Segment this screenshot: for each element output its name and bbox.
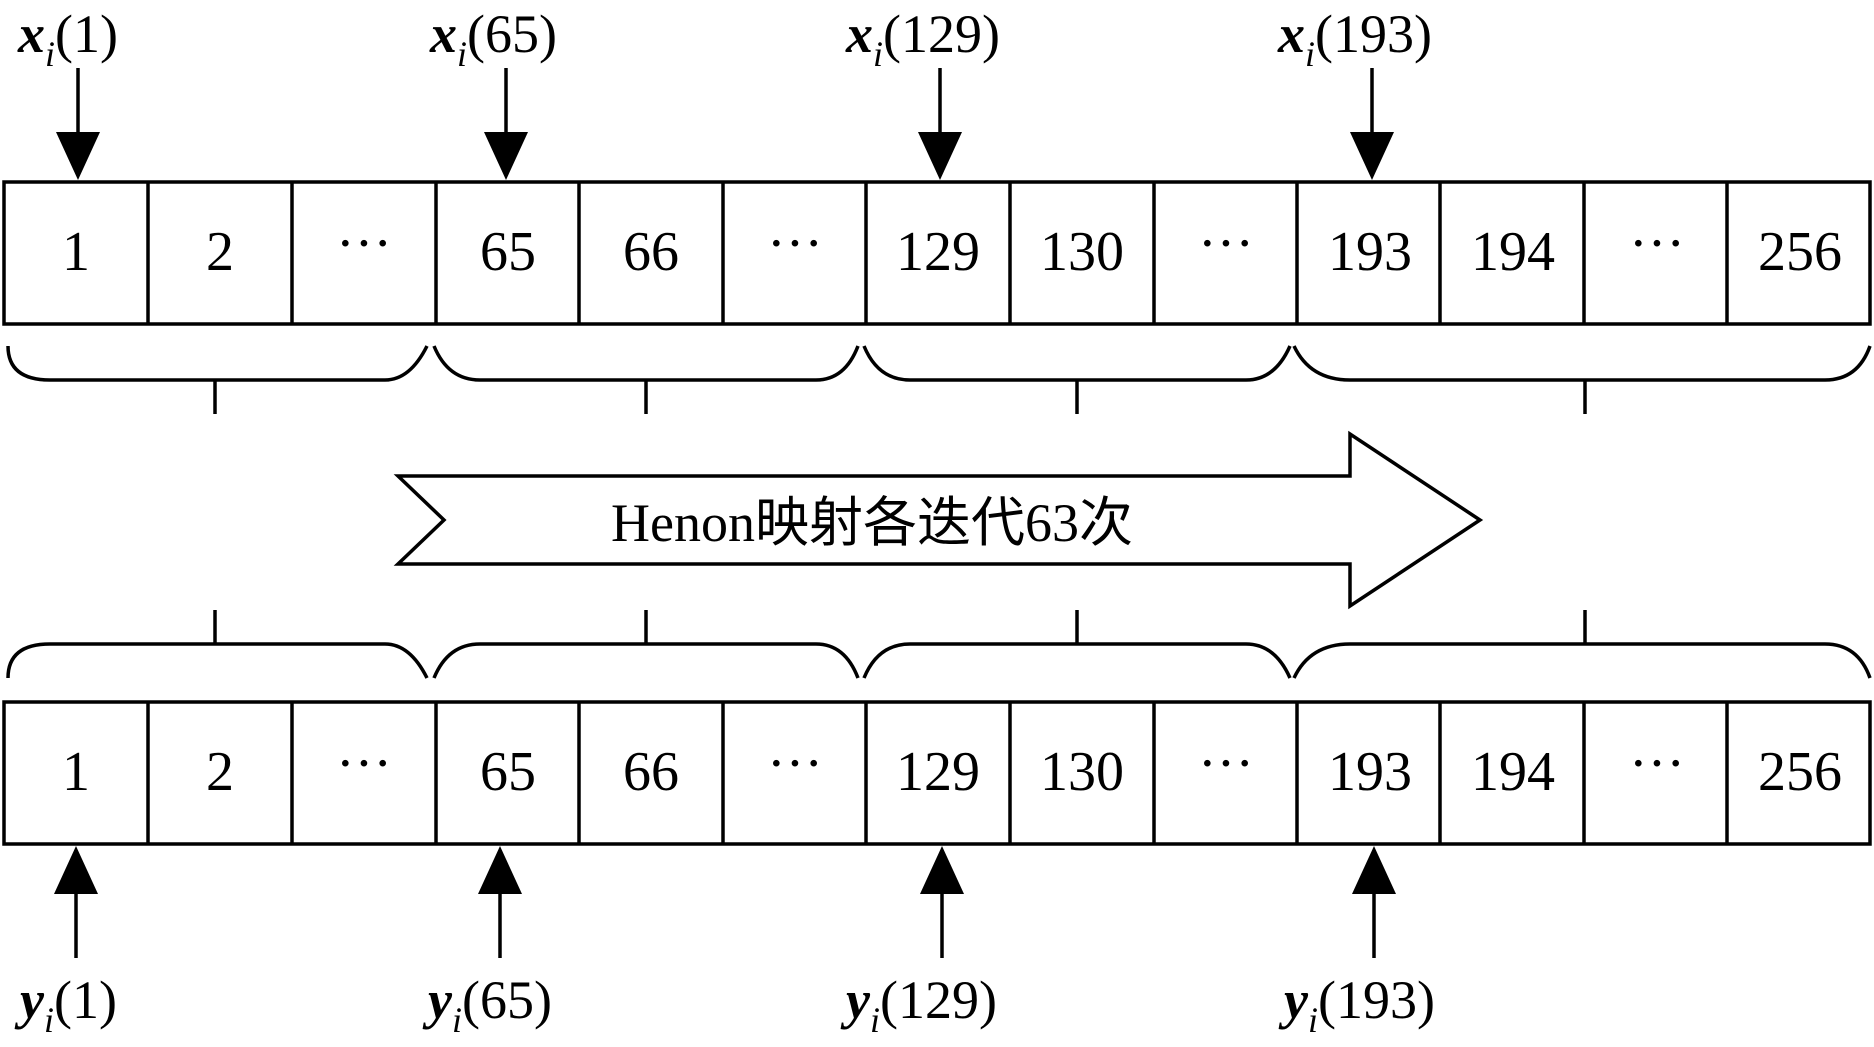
pointer-var: x xyxy=(17,4,45,64)
top-cell: 1 xyxy=(62,221,90,283)
pointer-arg: (193) xyxy=(1318,970,1435,1030)
bottom-cell: 1 xyxy=(62,741,90,803)
bottom-cell: ··· xyxy=(1629,733,1685,795)
bottom-pointer-1: yi(1) xyxy=(14,846,117,1040)
pointer-arg: (1) xyxy=(55,4,118,64)
top-pointers: xi(1) xi(65) xi(129) xi(193) xyxy=(17,4,1432,180)
bottom-row-dividers xyxy=(146,702,1729,844)
top-cell: 193 xyxy=(1328,221,1412,283)
top-cell: 65 xyxy=(480,221,536,283)
bottom-brace-2 xyxy=(432,610,860,679)
top-cell: ··· xyxy=(767,213,823,275)
bottom-brace-4 xyxy=(1292,610,1872,679)
bottom-pointer-129: yi(129) xyxy=(840,846,997,1040)
pointer-arg: (193) xyxy=(1315,4,1432,64)
arrowhead-icon xyxy=(478,846,522,894)
pointer-sub: i xyxy=(457,34,467,74)
arrowhead-icon xyxy=(1352,846,1396,894)
pointer-arg: (129) xyxy=(880,970,997,1030)
arrowhead-icon xyxy=(920,846,964,894)
pointer-sub: i xyxy=(870,1000,880,1040)
top-braces xyxy=(6,345,1872,414)
pointer-arg: (129) xyxy=(883,4,1000,64)
svg-text:xi(1): xi(1) xyxy=(17,4,118,74)
svg-text:yi(1): yi(1) xyxy=(14,970,117,1040)
bottom-cell: 194 xyxy=(1471,741,1555,803)
top-brace-1 xyxy=(6,345,429,414)
top-cell: 129 xyxy=(896,221,980,283)
pointer-sub: i xyxy=(452,1000,462,1040)
bottom-cell: 129 xyxy=(896,741,980,803)
pointer-var: x xyxy=(1277,4,1305,64)
top-pointer-193: xi(193) xyxy=(1277,4,1432,180)
pointer-var: x xyxy=(429,4,457,64)
pointer-var: x xyxy=(845,4,873,64)
bottom-row-border xyxy=(2,700,1872,846)
arrowhead-icon xyxy=(484,132,528,180)
top-cell: 194 xyxy=(1471,221,1555,283)
top-brace-2 xyxy=(432,345,860,414)
bottom-brace-3 xyxy=(862,610,1292,679)
bottom-pointers: yi(1) yi(65) yi(129) yi(193) xyxy=(14,846,1435,1040)
pointer-var: y xyxy=(1278,970,1309,1030)
bottom-cell-row: 1 2 ··· 65 66 ··· 129 130 ··· 193 194 ··… xyxy=(2,700,1872,846)
banner-arrow-icon xyxy=(393,430,1484,610)
svg-text:yi(65): yi(65) xyxy=(422,970,552,1040)
top-cell: ··· xyxy=(1198,213,1254,275)
bottom-cell: 2 xyxy=(206,741,234,803)
bottom-pointer-193: yi(193) xyxy=(1278,846,1435,1040)
bottom-cell: ··· xyxy=(767,733,823,795)
pointer-sub: i xyxy=(44,1000,54,1040)
top-cell: 66 xyxy=(623,221,679,283)
bottom-cell: 66 xyxy=(623,741,679,803)
pointer-sub: i xyxy=(1308,1000,1318,1040)
svg-text:xi(129): xi(129) xyxy=(845,4,1000,74)
banner-text: Henon映射各迭代63次 xyxy=(611,493,1133,553)
bottom-cell: ··· xyxy=(1198,733,1254,795)
top-cell-row: 1 2 ··· 65 66 ··· 129 130 ··· 193 194 ··… xyxy=(2,180,1872,326)
bottom-cell: 193 xyxy=(1328,741,1412,803)
arrowhead-icon xyxy=(918,132,962,180)
bottom-braces xyxy=(6,610,1872,679)
top-pointer-65: xi(65) xyxy=(429,4,557,180)
arrowhead-icon xyxy=(56,132,100,180)
pointer-var: y xyxy=(840,970,871,1030)
pointer-arg: (65) xyxy=(462,970,552,1030)
top-brace-4 xyxy=(1292,345,1872,414)
top-pointer-1: xi(1) xyxy=(17,4,118,180)
top-row-border xyxy=(2,180,1872,326)
bottom-pointer-65: yi(65) xyxy=(422,846,552,1040)
arrowhead-icon xyxy=(54,846,98,894)
bottom-cell: ··· xyxy=(336,733,392,795)
top-cell: ··· xyxy=(336,213,392,275)
pointer-sub: i xyxy=(45,34,55,74)
svg-text:yi(193): yi(193) xyxy=(1278,970,1435,1040)
pointer-sub: i xyxy=(873,34,883,74)
bottom-cell: 130 xyxy=(1040,741,1124,803)
pointer-arg: (1) xyxy=(54,970,117,1030)
top-row-dividers xyxy=(146,182,1729,324)
pointer-var: y xyxy=(14,970,45,1030)
top-cell: 130 xyxy=(1040,221,1124,283)
top-pointer-129: xi(129) xyxy=(845,4,1000,180)
svg-text:xi(65): xi(65) xyxy=(429,4,557,74)
pointer-arg: (65) xyxy=(467,4,557,64)
svg-text:xi(193): xi(193) xyxy=(1277,4,1432,74)
iteration-banner: Henon映射各迭代63次 xyxy=(393,430,1484,610)
pointer-var: y xyxy=(422,970,453,1030)
bottom-brace-1 xyxy=(6,610,429,679)
top-cell: 2 xyxy=(206,221,234,283)
top-brace-3 xyxy=(862,345,1292,414)
top-cell: ··· xyxy=(1629,213,1685,275)
arrowhead-icon xyxy=(1350,132,1394,180)
top-cell: 256 xyxy=(1758,221,1842,283)
svg-text:yi(129): yi(129) xyxy=(840,970,997,1040)
pointer-sub: i xyxy=(1305,34,1315,74)
bottom-cell: 65 xyxy=(480,741,536,803)
bottom-cell: 256 xyxy=(1758,741,1842,803)
